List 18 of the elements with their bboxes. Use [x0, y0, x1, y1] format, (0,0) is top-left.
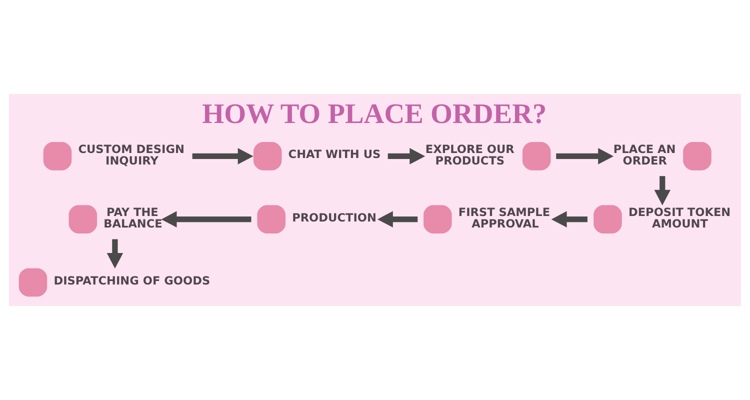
arrow: [377, 211, 418, 228]
arrow: [654, 176, 671, 206]
arrow: [388, 148, 426, 164]
arrow: [192, 148, 254, 164]
arrow: [161, 211, 252, 228]
node-label: PAY THE BALANCE: [104, 206, 162, 230]
node-label: FIRST SAMPLE APPROVAL: [458, 206, 550, 230]
node-label: PLACE AN ORDER: [613, 142, 676, 168]
node-label: CHAT WITH US: [288, 148, 381, 162]
arrow: [551, 211, 588, 228]
node-label: CUSTOM DESIGN INQUIRY: [78, 142, 184, 168]
node-label: DEPOSIT TOKEN AMOUNT: [628, 206, 731, 230]
node-label: EXPLORE OUR PRODUCTS: [425, 142, 514, 168]
node-label: DISPATCHING OF GOODS: [54, 274, 210, 288]
diagram-title: HOW TO PLACE ORDER?: [202, 99, 547, 130]
arrow: [556, 148, 614, 164]
arrow: [106, 239, 124, 269]
node-label: PRODUCTION: [292, 211, 376, 224]
